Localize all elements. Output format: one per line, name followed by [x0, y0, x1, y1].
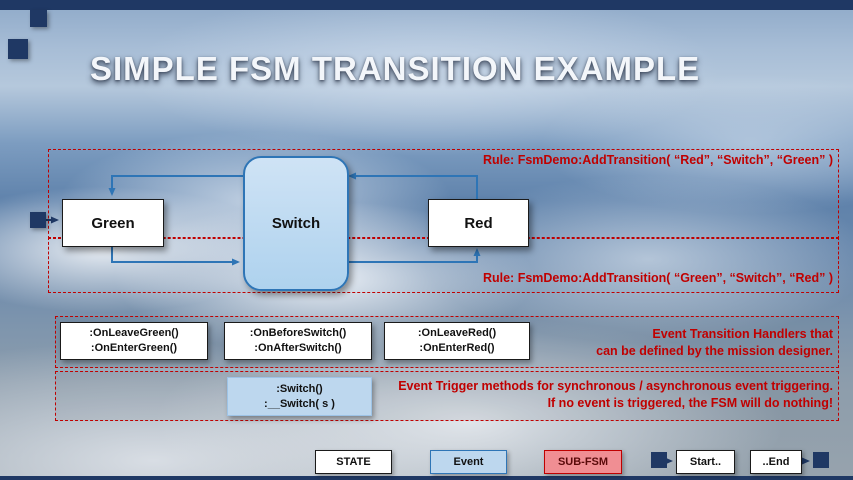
handler-box-switch: :OnBeforeSwitch() :OnAfterSwitch() — [224, 322, 372, 360]
trigger-box-switch: :Switch() :__Switch( s ) — [227, 377, 372, 416]
legend-start: Start.. — [676, 450, 735, 474]
legend-event-label: Event — [453, 456, 484, 468]
page-title: SIMPLE FSM TRANSITION EXAMPLE — [90, 50, 701, 87]
state-red-label: Red — [464, 214, 493, 232]
state-red: Red — [428, 199, 529, 247]
trigger-line: :Switch() — [276, 382, 323, 395]
triggers-region — [55, 371, 839, 421]
handler-line: :OnBeforeSwitch() — [249, 327, 347, 339]
event-switch: Switch — [243, 156, 349, 291]
deco-square-2 — [8, 39, 28, 59]
legend-start-square — [651, 452, 667, 468]
rule-label-green-switch-red: Rule: FsmDemo:AddTransition( “Green”, “S… — [482, 271, 833, 285]
triggers-note-line2: If no event is triggered, the FSM will d… — [547, 396, 833, 410]
start-marker — [30, 212, 46, 228]
bottom-accent-bar — [0, 476, 853, 480]
legend-state: STATE — [315, 450, 392, 474]
event-switch-label: Switch — [271, 215, 321, 232]
triggers-note-line1: Event Trigger methods for synchronous / … — [398, 379, 833, 393]
top-accent-bar — [0, 0, 853, 10]
handlers-note-line1: Event Transition Handlers that — [652, 327, 833, 341]
handler-line: :OnEnterRed() — [419, 342, 495, 354]
handler-line: :OnLeaveGreen() — [89, 327, 179, 339]
legend-end-label: ..End — [762, 456, 790, 468]
legend-state-label: STATE — [336, 456, 371, 468]
handlers-note-line2: can be defined by the mission designer. — [596, 344, 833, 358]
state-green: Green — [62, 199, 164, 247]
deco-square-1 — [30, 10, 47, 27]
handler-box-red: :OnLeaveRed() :OnEnterRed() — [384, 322, 530, 360]
handler-box-green: :OnLeaveGreen() :OnEnterGreen() — [60, 322, 208, 360]
rule-label-red-switch-green: Rule: FsmDemo:AddTransition( “Red”, “Swi… — [482, 153, 833, 167]
state-green-label: Green — [91, 214, 135, 232]
legend-event: Event — [430, 450, 507, 474]
handlers-note: Event Transition Handlers that can be de… — [596, 326, 833, 360]
legend-end-square — [813, 452, 829, 468]
trigger-line: :__Switch( s ) — [264, 397, 335, 410]
handler-line: :OnAfterSwitch() — [254, 342, 342, 354]
handler-line: :OnEnterGreen() — [90, 342, 178, 354]
legend-start-label: Start.. — [689, 456, 722, 468]
legend-subfsm-label: SUB-FSM — [557, 456, 609, 468]
triggers-note: Event Trigger methods for synchronous / … — [398, 378, 833, 412]
legend-end: ..End — [750, 450, 802, 474]
legend-subfsm: SUB-FSM — [544, 450, 622, 474]
handler-line: :OnLeaveRed() — [417, 327, 497, 339]
